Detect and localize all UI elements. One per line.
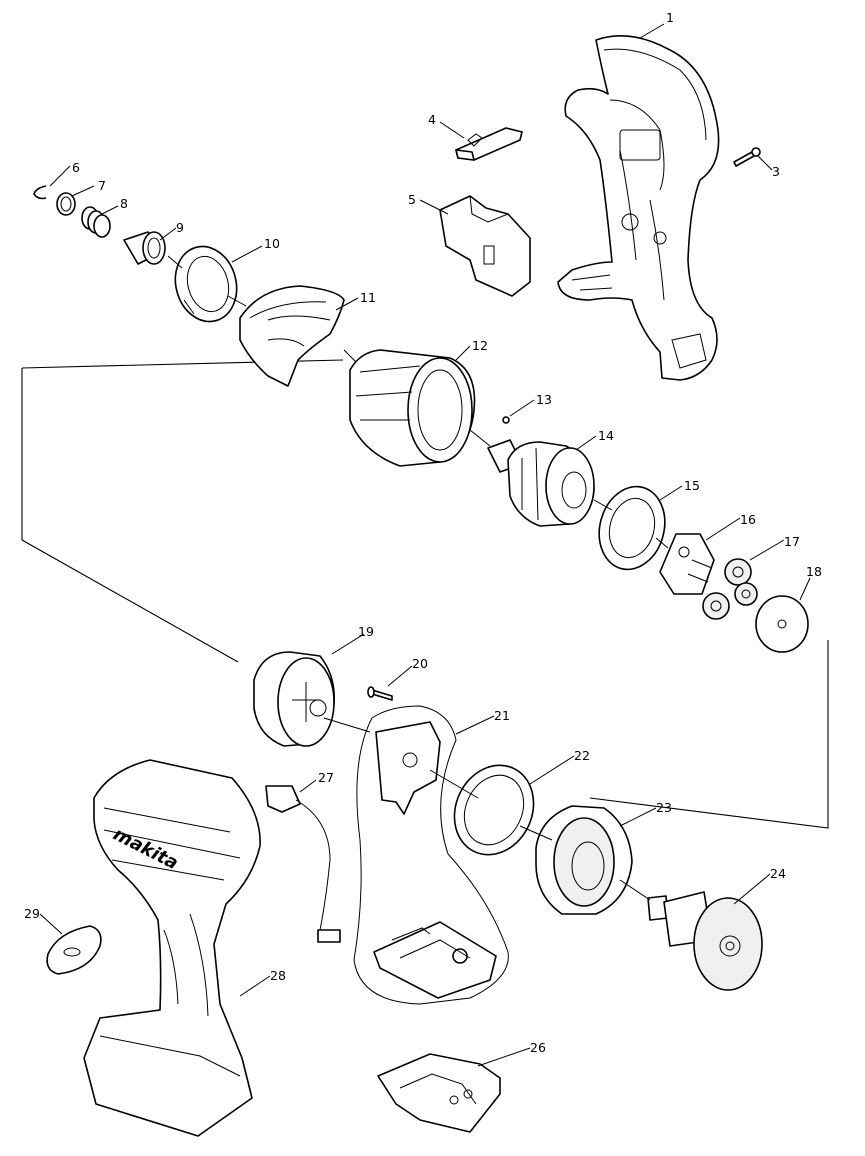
- part-18-flat-washer-icon: [755, 595, 809, 653]
- part-label-24: 24: [770, 866, 786, 881]
- part-11-bumper-icon: [239, 285, 345, 387]
- part-label-12: 12: [472, 338, 488, 353]
- part-29-button-cap-icon: [46, 925, 102, 975]
- part-13-steel-ball-icon: [502, 416, 510, 424]
- part-label-20: 20: [412, 656, 428, 671]
- part-label-19: 19: [358, 624, 374, 639]
- part-label-27: 27: [318, 770, 334, 785]
- part-21-baffle-plate-icon: [375, 721, 441, 815]
- part-label-28: 28: [270, 968, 286, 983]
- assembly-lines: [167, 255, 669, 901]
- part-label-29: 29: [24, 906, 40, 921]
- part-label-6: 6: [72, 160, 80, 175]
- part-label-1: 1: [666, 10, 674, 25]
- part-9-sleeve-icon: [123, 231, 166, 265]
- part-label-17: 17: [784, 534, 800, 549]
- part-16-spindle-plate-icon: [659, 533, 715, 595]
- part-8-spring-icon: [81, 206, 111, 238]
- part-24-rotor-icon: [647, 891, 763, 991]
- part-17-gear-set-icon: [702, 558, 758, 620]
- part-7-washer-icon: [56, 192, 76, 216]
- part-20-tapping-screw-icon: [367, 686, 393, 701]
- leader-lines: [39, 23, 811, 1067]
- part-26-terminal-icon: [377, 1053, 501, 1133]
- part-label-22: 22: [574, 748, 590, 763]
- part-label-9: 9: [176, 220, 184, 235]
- part-label-21: 21: [494, 708, 510, 723]
- part-label-8: 8: [120, 196, 128, 211]
- board-wire-loop: [353, 705, 509, 1005]
- part-label-15: 15: [684, 478, 700, 493]
- part-14-anvil-hammer-icon: [487, 439, 595, 527]
- part-22-sensor-ring-icon: [453, 764, 535, 856]
- part-label-18: 18: [806, 564, 822, 579]
- part-23-stator-icon: [535, 805, 633, 915]
- part-label-7: 7: [98, 178, 106, 193]
- part-label-16: 16: [740, 512, 756, 527]
- part-label-23: 23: [656, 800, 672, 815]
- part-4-switch-lever-icon: [455, 127, 523, 161]
- part-27-led-circuit-icon: [265, 785, 341, 943]
- part-12-hammer-case-icon: [349, 349, 476, 467]
- part-label-5: 5: [408, 192, 416, 207]
- part-1-housing-icon: [557, 34, 720, 381]
- part-6-retaining-ring-icon: [33, 185, 47, 200]
- part-15-o-ring-icon: [598, 485, 666, 571]
- part-label-13: 13: [536, 392, 552, 407]
- part-label-14: 14: [598, 428, 614, 443]
- part-label-26: 26: [530, 1040, 546, 1055]
- part-label-4: 4: [428, 112, 436, 127]
- part-label-3: 3: [772, 164, 780, 179]
- control-board-icon: [373, 921, 497, 999]
- part-label-11: 11: [360, 290, 376, 305]
- part-28-housing-set-icon: makita: [83, 759, 261, 1137]
- part-3-screw-icon: [733, 147, 761, 167]
- part-5-switch-icon: [439, 195, 531, 297]
- part-label-10: 10: [264, 236, 280, 251]
- part-10-ring-cover-icon: [174, 245, 238, 323]
- part-labels: 1 3 4 5 6 7 8 9 10 11 12 13 14 15 16 17 …: [24, 10, 822, 1055]
- part-19-gear-housing-icon: [253, 651, 336, 747]
